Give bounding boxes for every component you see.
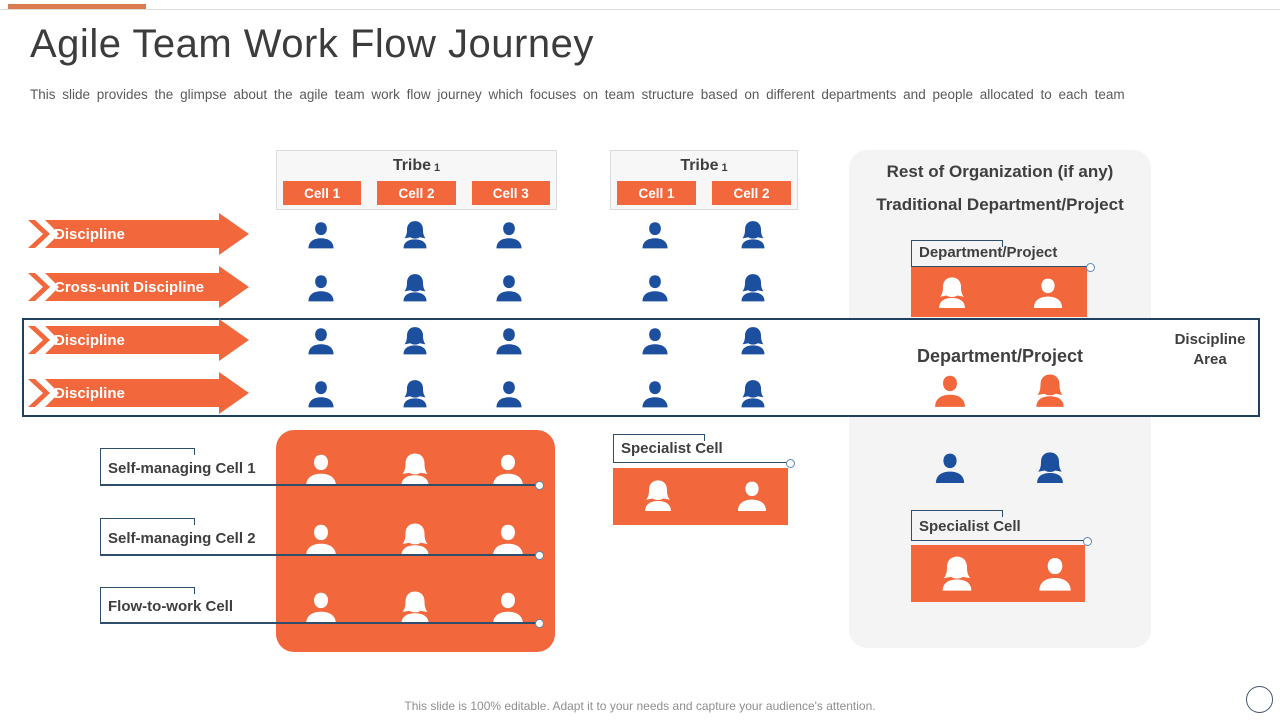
self-managing-cell-2-label: Self-managing Cell 2 [100, 518, 270, 554]
callout-leader [613, 434, 705, 441]
tribe-1-number: 1 [434, 161, 441, 174]
callout-line [100, 622, 537, 624]
person-icon-male [734, 478, 770, 514]
specialist-cell-middle-box [613, 468, 788, 525]
person-icon-female [640, 478, 676, 514]
person-icon-male [1030, 275, 1066, 311]
person-icon-female [1032, 450, 1068, 486]
specialist-cell-right-label: Specialist Cell [911, 510, 1084, 541]
person-icon-female [737, 272, 769, 304]
tribe-1-cell-2: Cell 2 [377, 181, 456, 205]
tribe-1-name: Tribe [392, 157, 432, 174]
specialist-cell-middle-label: Specialist Cell [613, 434, 790, 463]
discipline-arrow-3: Discipline [28, 317, 250, 363]
callout-line [100, 554, 537, 556]
person-icon-male [493, 378, 525, 410]
person-icon-male [493, 272, 525, 304]
header-divider-line [0, 9, 1280, 10]
callout-endpoint [786, 459, 795, 468]
discipline-arrow-4-label: Discipline [54, 384, 125, 402]
department-project-1-box [911, 267, 1087, 317]
flow-to-work-cell-label: Flow-to-work Cell [100, 587, 270, 622]
tribe-2-cell-2: Cell 2 [712, 181, 791, 205]
page-subtitle: This slide provides the glimpse about th… [30, 87, 1125, 102]
callout-endpoint [1083, 537, 1092, 546]
person-icon-female [399, 272, 431, 304]
page-title: Agile Team Work Flow Journey [30, 22, 594, 66]
discipline-area-line1: Discipline [1174, 331, 1246, 348]
callout-endpoint [535, 481, 544, 490]
discipline-arrow-1-label: Discipline [54, 225, 125, 243]
tribe-1-cell-3: Cell 3 [471, 181, 550, 205]
discipline-arrow-1: Discipline [28, 211, 250, 257]
person-icon-male [639, 272, 671, 304]
person-icon-female [399, 219, 431, 251]
callout-leader [100, 448, 195, 455]
person-icon-male [639, 325, 671, 357]
traditional-department-heading: Traditional Department/Project [876, 195, 1124, 214]
self-managing-cell-1-label: Self-managing Cell 1 [100, 448, 270, 484]
tribe-1-title: Tribe 1 [277, 151, 556, 181]
cross-unit-discipline-arrow-label: Cross-unit Discipline [54, 278, 205, 296]
callout-endpoint [535, 619, 544, 628]
callout-endpoint [535, 551, 544, 560]
tribe-1-cells: Cell 1 Cell 2 Cell 3 [277, 181, 556, 205]
callout-leader [911, 510, 1003, 517]
corner-circle-decoration [1246, 686, 1273, 713]
person-icon-female [1031, 372, 1069, 410]
self-managing-cells-box [276, 430, 555, 652]
tribe-2-title: Tribe 1 [611, 151, 797, 181]
person-icon-female [934, 275, 970, 311]
person-icon-male [639, 378, 671, 410]
tribe-1-cell-1: Cell 1 [283, 181, 362, 205]
department-project-1-label: Department/Project [911, 240, 1089, 267]
person-icon-male [493, 219, 525, 251]
person-icon-male [305, 219, 337, 251]
person-icon-male [931, 372, 969, 410]
person-icon-male [493, 325, 525, 357]
tribe-2-name: Tribe [680, 157, 719, 174]
person-icon-male [305, 272, 337, 304]
discipline-area-line2: Area [1193, 351, 1227, 369]
callout-leader [100, 518, 195, 525]
discipline-arrow-4: Discipline [28, 370, 250, 416]
person-icon-female [399, 378, 431, 410]
person-icon-female [937, 554, 977, 594]
person-icon-female [737, 219, 769, 251]
tribe-2-cells: Cell 1 Cell 2 [611, 181, 797, 205]
callout-leader [911, 240, 1003, 247]
discipline-area-label: Discipline Area [1160, 330, 1260, 371]
department-project-2-heading: Department/Project [916, 346, 1084, 366]
tribe-2-cell-1: Cell 1 [617, 181, 696, 205]
person-icon-female [737, 325, 769, 357]
callout-endpoint [1086, 263, 1095, 272]
tribe-2-number: 1 [721, 161, 728, 174]
person-icon-female [399, 325, 431, 357]
callout-line [100, 484, 537, 486]
rest-of-organization-heading: Rest of Organization (if any) [886, 162, 1114, 181]
specialist-cell-right-box [911, 545, 1085, 602]
callout-leader [100, 587, 195, 594]
discipline-arrow-3-label: Discipline [54, 331, 125, 349]
tribe-1-box: Tribe 1 Cell 1 Cell 2 Cell 3 [276, 150, 557, 210]
person-icon-male [932, 450, 968, 486]
person-icon-female [737, 378, 769, 410]
accent-bar [8, 4, 146, 9]
cross-unit-discipline-arrow: Cross-unit Discipline [28, 264, 250, 310]
person-icon-male [305, 378, 337, 410]
footer-note: This slide is 100% editable. Adapt it to… [404, 699, 876, 713]
person-icon-male [639, 219, 671, 251]
tribe-2-box: Tribe 1 Cell 1 Cell 2 [610, 150, 798, 210]
person-icon-male [305, 325, 337, 357]
person-icon-male [1035, 554, 1075, 594]
